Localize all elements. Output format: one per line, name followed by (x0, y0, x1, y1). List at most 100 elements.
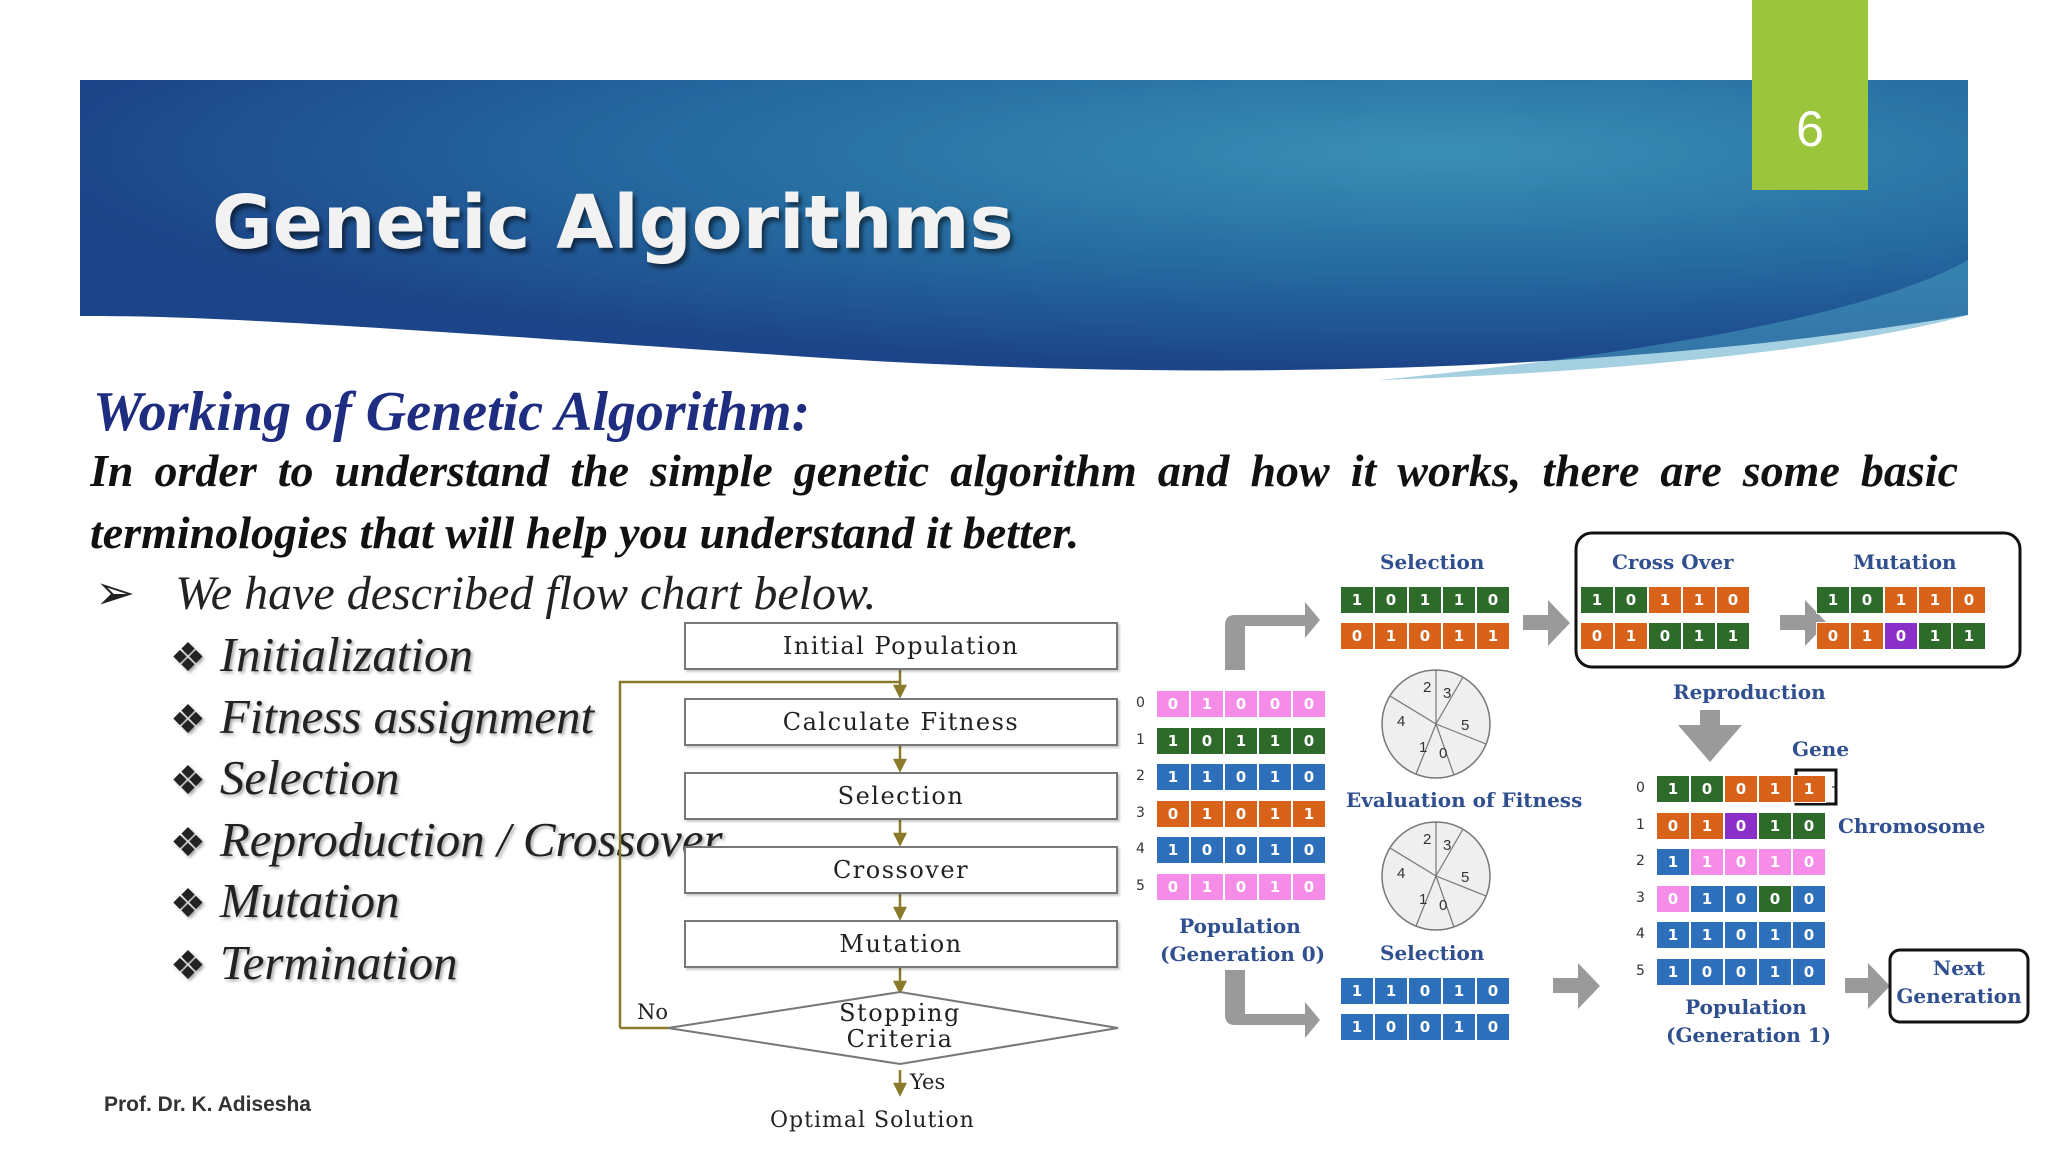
list-item: ❖Reproduction / Crossover (170, 809, 723, 871)
selection-pie-chart (1381, 821, 1491, 931)
flow-no-label: No (637, 1000, 669, 1024)
gene-cell: 0 (1408, 977, 1442, 1005)
gene-cell: 0 (1156, 872, 1190, 901)
pie-number: 0 (1439, 897, 1448, 914)
gene-cell: 1 (1690, 884, 1724, 913)
bullet-text: We have described flow chart below. (175, 567, 877, 620)
gene-cell: 1 (1340, 977, 1374, 1005)
gene-cell: 0 (1884, 622, 1918, 650)
gene-cell: 1 (1340, 586, 1374, 614)
row-index: 3 (1136, 804, 1145, 821)
gene-cell: 0 (1224, 799, 1258, 828)
row-index: 2 (1136, 768, 1145, 784)
gene-cell: 1 (1442, 1013, 1476, 1041)
list-item: ❖Termination (170, 932, 723, 994)
gene-cell: 1 (1190, 690, 1224, 718)
gene-cell: 1 (1656, 957, 1690, 986)
gene-cell: 1 (1850, 622, 1884, 650)
pie-number: 5 (1461, 717, 1470, 734)
gene-cell: 0 (1292, 763, 1326, 791)
gene-cell: 1 (1442, 586, 1476, 614)
gene-cell: 0 (1292, 690, 1326, 718)
label-line: (Generation 1) (1666, 1023, 1832, 1047)
gene-cell: 1 (1690, 811, 1724, 840)
gene-cell: 0 (1656, 811, 1690, 840)
gene-cell: 0 (1374, 586, 1408, 614)
decision-line: Criteria (846, 1025, 954, 1053)
gene-cell: 1 (1792, 775, 1826, 803)
pie-number: 4 (1397, 865, 1406, 882)
gene-cell: 0 (1724, 884, 1758, 913)
list-item: ❖Fitness assignment (170, 686, 723, 748)
gene-cell: 0 (1156, 690, 1190, 718)
next-generation-label: Next Generation (1890, 954, 2028, 1010)
decision-line: Stopping (839, 999, 961, 1027)
gene-cell: 0 (1724, 775, 1758, 803)
list-item: ❖ Mutation (170, 870, 723, 932)
gene-cell: 0 (1792, 811, 1826, 840)
steps-list: ❖Initialization ❖Fitness assignment ❖Sel… (170, 624, 723, 993)
gene-cell: 0 (1476, 977, 1510, 1005)
gene-cell: 0 (1690, 775, 1724, 803)
gene-cell: 1 (1156, 763, 1190, 791)
gene-cell: 1 (1758, 848, 1792, 876)
gene-cell: 1 (1918, 622, 1952, 650)
gene-cell: 0 (1258, 690, 1292, 718)
gene-cell: 0 (1580, 622, 1614, 650)
population-gen1-label: Population (Generation 1) (1666, 993, 1832, 1049)
label-line: Population (1685, 995, 1807, 1019)
gene-cell: 0 (1816, 622, 1850, 650)
diamond-bullet-icon: ❖ (170, 758, 206, 803)
gene-cell: 1 (1156, 726, 1190, 755)
gene-cell: 0 (1724, 811, 1758, 840)
list-item: ❖Selection (170, 747, 723, 809)
gene-cell: 1 (1190, 763, 1224, 791)
pie-number: 3 (1443, 685, 1452, 702)
gene-cell: 1 (1758, 775, 1792, 803)
bullet-item: ➢We have described flow chart below. (95, 565, 876, 621)
flow-box-selection: Selection (684, 772, 1118, 820)
gene-cell: 1 (1758, 921, 1792, 949)
gene-cell: 0 (1224, 872, 1258, 901)
pie-number: 4 (1397, 713, 1406, 730)
row-index: 5 (1636, 962, 1645, 979)
gene-cell: 1 (1476, 622, 1510, 650)
diamond-bullet-icon: ❖ (170, 881, 206, 926)
section-heading: Working of Genetic Algorithm: (93, 381, 811, 443)
slide-title: Genetic Algorithms (212, 180, 1014, 266)
gene-cell: 0 (1408, 622, 1442, 650)
gene-cell: 0 (1190, 836, 1224, 864)
gene-cell: 1 (1374, 622, 1408, 650)
gene-cell: 1 (1716, 622, 1750, 650)
step-label: Mutation (219, 873, 400, 928)
gene-cell: 1 (1374, 977, 1408, 1005)
illustration-arrows (1225, 531, 2030, 1038)
fitness-pie-chart (1381, 669, 1491, 779)
gene-cell: 1 (1258, 836, 1292, 864)
label-line: Population (1179, 914, 1301, 938)
footer-author: Prof. Dr. K. Adisesha (104, 1093, 311, 1116)
step-label: Termination (219, 934, 458, 990)
diamond-bullet-icon: ❖ (170, 819, 206, 865)
reproduction-label: Reproduction (1673, 680, 1826, 704)
gene-cell: 1 (1656, 921, 1690, 949)
row-index: 1 (1636, 816, 1645, 833)
gene-cell: 0 (1850, 586, 1884, 614)
gene-cell: 1 (1258, 763, 1292, 791)
intro-paragraph: In order to understand the simple geneti… (90, 445, 1958, 558)
selection-label: Selection (1380, 550, 1485, 574)
gene-cell: 1 (1682, 622, 1716, 650)
list-item: ❖Initialization (170, 624, 723, 686)
